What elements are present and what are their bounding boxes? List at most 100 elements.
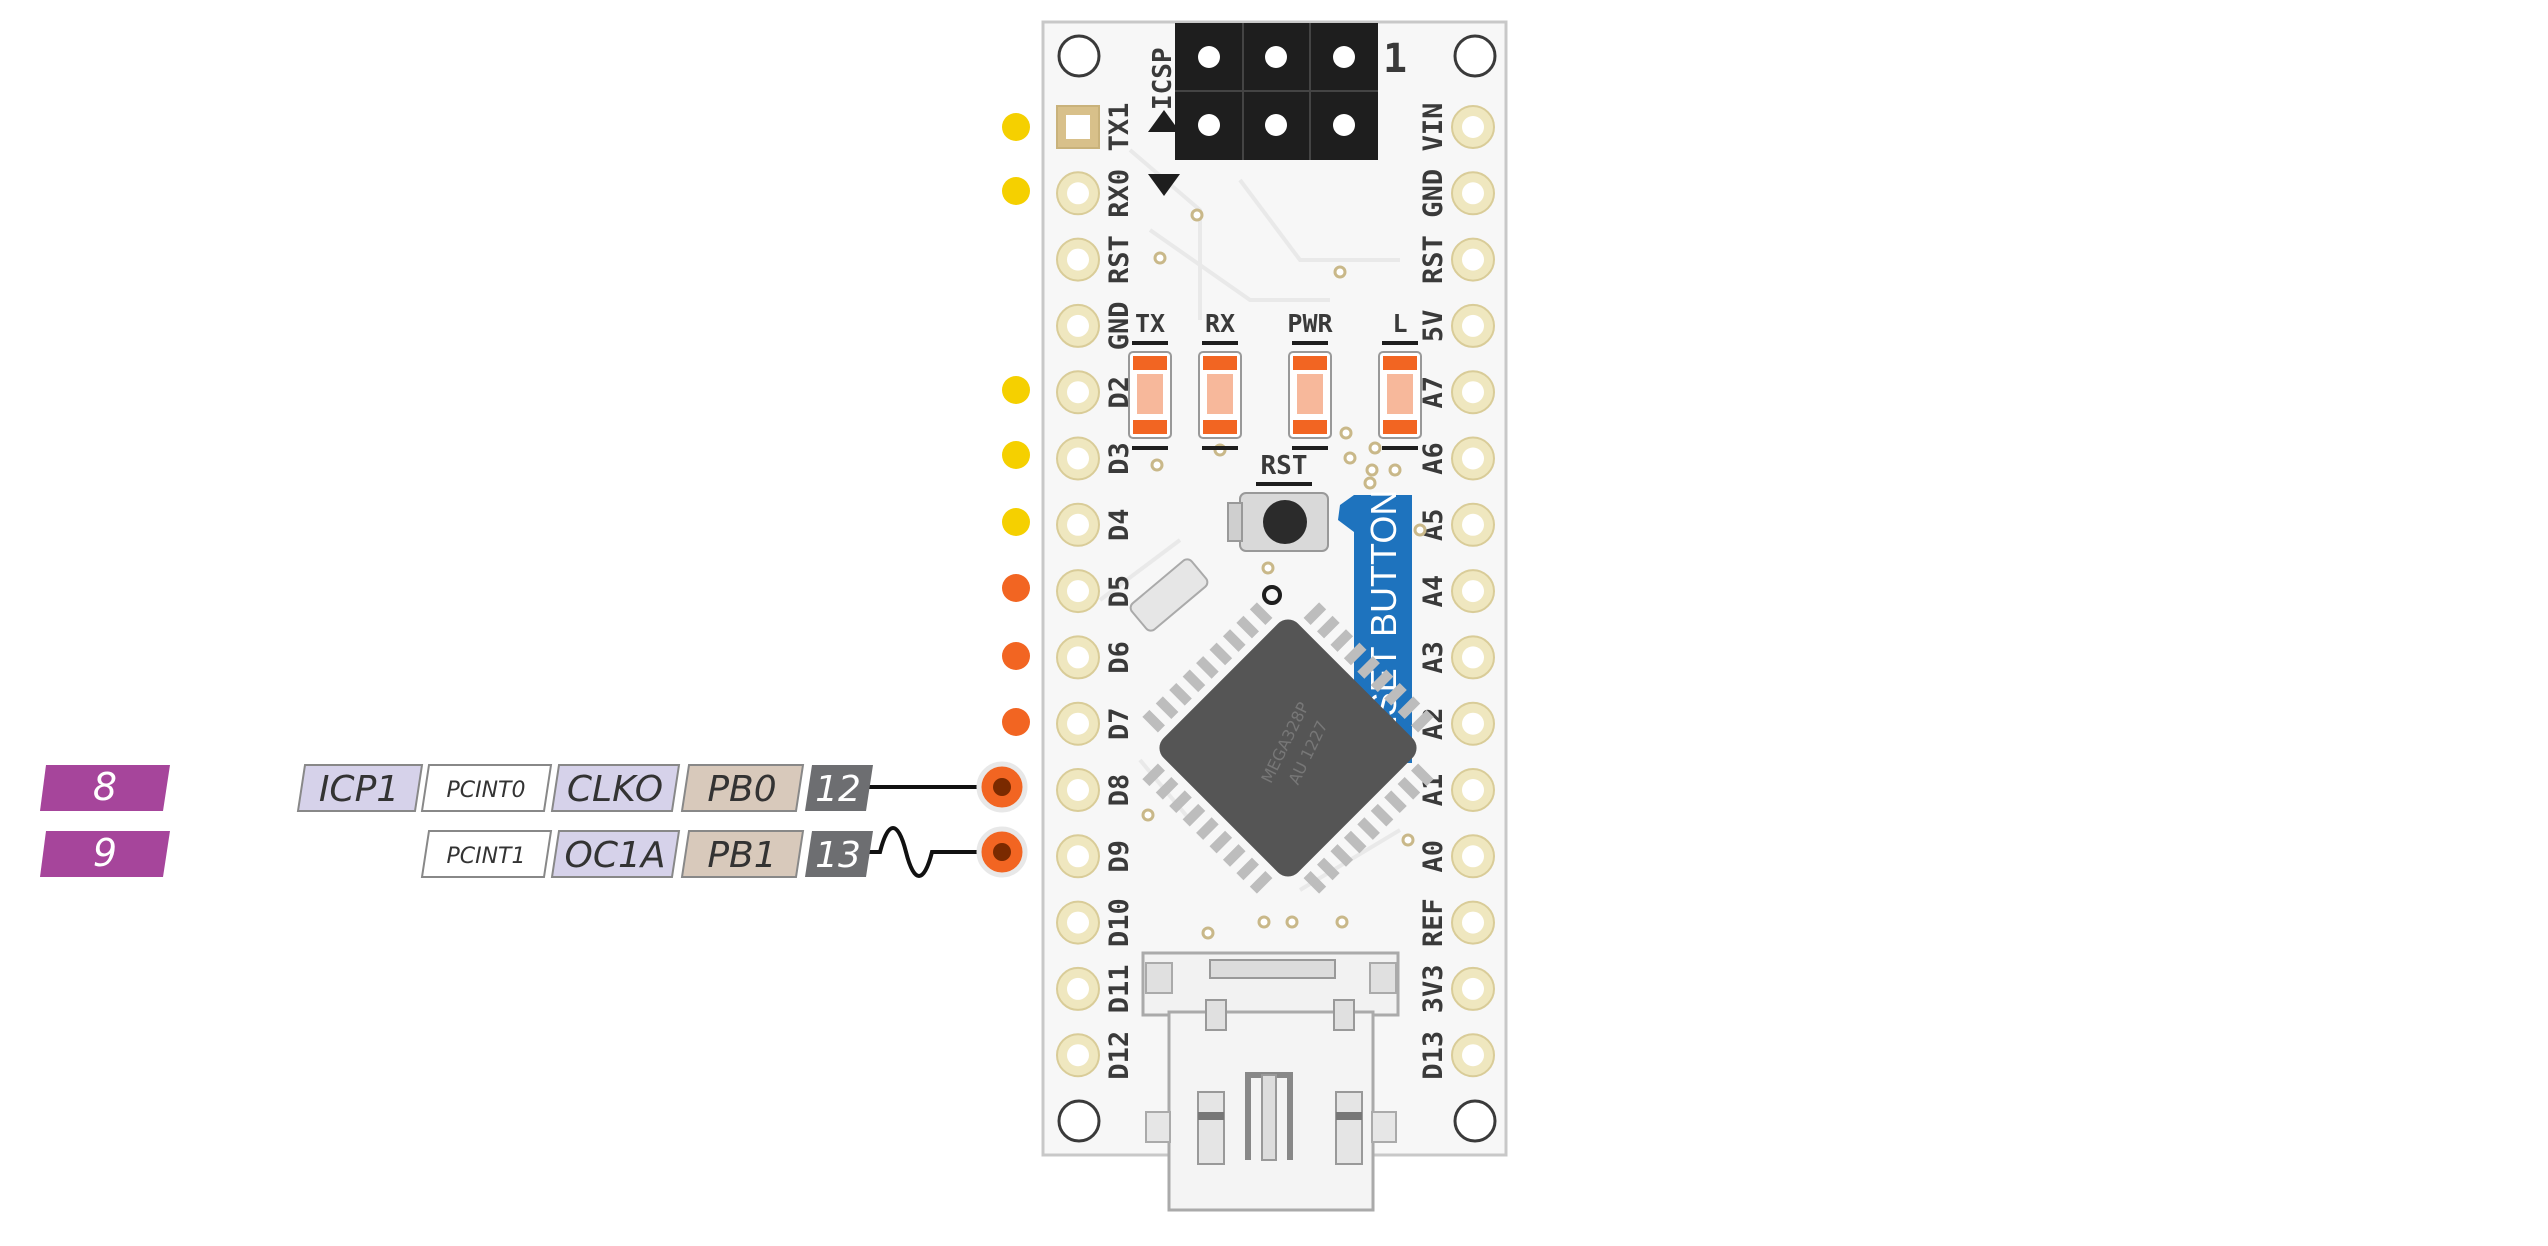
right-pin-label: A4 [1418,575,1449,608]
pin-hole [1462,116,1484,138]
arduino-pin-number: 8 [93,765,117,809]
pin-hole [1067,314,1089,337]
side-marker [1002,708,1030,736]
pcint-tag [420,764,553,812]
right-pin-label: 5V [1418,310,1449,343]
led-label: RX [1205,309,1235,338]
pin-hole [1462,314,1484,337]
port-name: PB0 [707,769,776,810]
icsp-label: ICSP [1148,47,1178,110]
pin-hole [1067,977,1089,1000]
left-pin-label: D7 [1104,707,1135,740]
pin-hole [1462,381,1484,404]
pin-hole [1462,646,1484,669]
arduino-pin-tag [40,831,170,877]
pin-row-8: 8 12 PB0 CLKO PCINT0 ICP1 [40,761,1028,813]
pin-hole [1067,779,1089,801]
mounting-hole [1453,1099,1497,1143]
left-pin-label: RST [1104,235,1135,284]
pin-hole [1462,182,1484,205]
port-name: PB1 [707,835,776,876]
pin-hole [1067,381,1089,404]
function-tag [550,764,681,812]
icsp-pin [1198,46,1220,68]
port-number: 12 [815,769,861,810]
port-tag [680,764,805,812]
pin-hole [1462,447,1484,470]
pin-row-9: 9 13 PB1 OC1A PCINT1 [40,826,1028,878]
pin-hole [1462,580,1484,603]
right-pin-label: REF [1418,898,1449,947]
alt-function-oc1a: OC1A [564,835,665,876]
pin-hole [1067,447,1089,470]
port-number-tag [805,831,873,877]
pin-hole [1067,1044,1089,1067]
left-pin-label: TX1 [1104,103,1135,152]
pin-hole [1067,712,1089,735]
side-marker [1002,574,1030,602]
pin-hole [1067,911,1089,934]
right-pin-label: A3 [1418,641,1449,674]
icsp-pin [1333,46,1355,68]
icsp-pin [1265,114,1287,136]
usb-connector [1141,951,1400,1212]
pin-marker-center [993,778,1011,796]
alt-function-clko: CLKO [567,769,663,810]
port-number-tag [805,765,873,811]
left-pin-label: D12 [1104,1031,1135,1080]
pin-hole [1462,779,1484,801]
right-pin-label: GND [1418,169,1449,218]
pin-hole [1067,182,1089,205]
crystal [1129,558,1209,632]
mounting-hole [1453,34,1497,78]
pin-hole [1067,580,1089,603]
pin-hole [1067,845,1089,868]
icsp-pin [1333,114,1355,136]
side-marker [1002,113,1030,141]
left-pin-label: D5 [1104,575,1135,608]
reset-button: RST [1227,451,1329,605]
pin-wire-pwm [868,826,990,878]
pin-hole [1067,513,1089,536]
icsp-header: ICSP 1 [1148,23,1407,160]
port-number: 13 [815,835,861,876]
right-pin-label: RST [1418,235,1449,284]
rx-arrow-icon [1148,174,1180,196]
right-pin-label: 3V3 [1418,965,1449,1014]
pin-hole [1462,977,1484,1000]
side-marker [1002,441,1030,469]
right-pin-label: A6 [1418,442,1449,475]
left-pin-label: D4 [1104,509,1135,542]
left-pin-label: D11 [1104,965,1135,1014]
arduino-pin-tag [40,765,170,811]
right-pin-header [1451,105,1495,1078]
led-label: PWR [1287,309,1333,338]
side-markers [1002,113,1030,736]
mounting-hole [1057,1099,1101,1143]
alt-function-icp: ICP1 [319,769,399,810]
side-marker [1002,642,1030,670]
side-marker [1002,508,1030,536]
right-pin-label: A0 [1418,840,1449,873]
port-tag [680,830,805,878]
pin-hole [1462,513,1484,536]
left-pin-label: GND [1104,302,1135,351]
mounting-holes [1057,34,1497,1143]
pin-hole [1462,1044,1484,1067]
pin-pad-square [1056,105,1100,149]
icsp-pin [1265,46,1287,68]
pin-hole [1462,845,1484,868]
arduino-pin-number: 9 [93,831,117,875]
left-pin-label: D6 [1104,641,1135,674]
chip-body [1159,619,1417,877]
side-marker [1002,376,1030,404]
pin-hole [1066,115,1090,139]
pin-annotations: 8 12 PB0 CLKO PCINT0 ICP1 9 13 PB1 OC [40,761,1028,878]
left-pin-label: D3 [1104,442,1135,475]
rst-label: RST [1261,451,1308,481]
left-pin-header [1056,105,1100,1078]
left-pin-label: D10 [1104,898,1135,947]
